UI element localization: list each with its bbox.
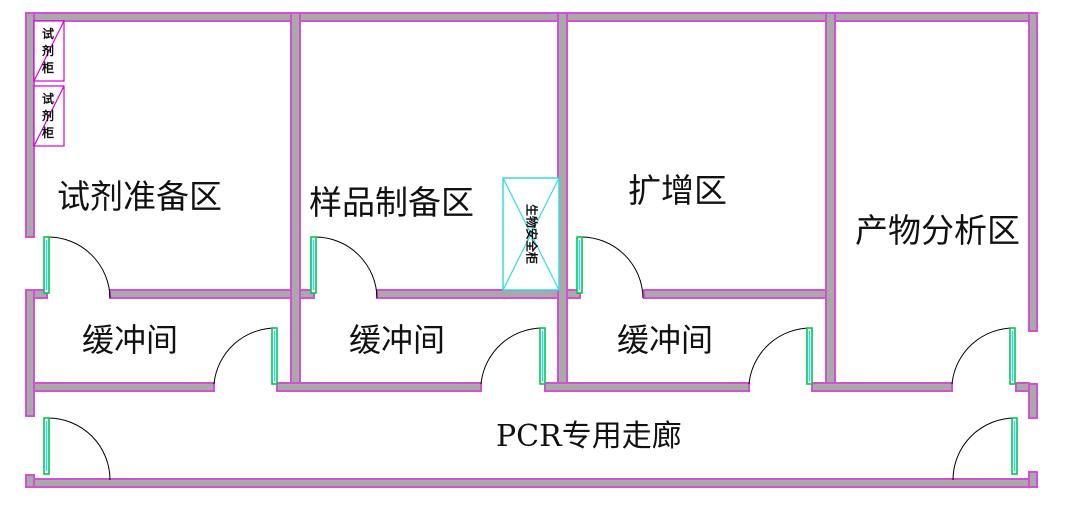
buffer-label-1: 缓冲间	[82, 321, 178, 359]
outer-wall-right-mid	[1028, 383, 1038, 419]
outer-wall-right-lower	[1028, 471, 1038, 488]
outer-wall-bottom	[25, 478, 1038, 488]
room-label-reagent-prep: 试剂准备区	[57, 177, 222, 216]
biosafety-cabinet: 生物安全柜	[502, 177, 560, 291]
outer-wall-left-mid	[25, 289, 35, 417]
buffer-label-3: 缓冲间	[617, 321, 713, 359]
wall-h1-d	[376, 289, 559, 299]
room-label-sample-prep: 样品制备区	[309, 183, 474, 222]
door-buffer-1[interactable]	[213, 327, 278, 385]
wall-v1	[290, 12, 301, 392]
outer-wall-right-upper	[1028, 12, 1038, 332]
outer-wall-left-lower	[25, 474, 35, 488]
door-buffer-3[interactable]	[748, 327, 813, 385]
door-corridor-right[interactable]	[952, 417, 1018, 481]
door-reagent-prep[interactable]	[43, 236, 111, 299]
door-amplification[interactable]	[576, 236, 644, 299]
reagent-cabinet-1-char-2: 剂	[41, 43, 54, 58]
reagent-cabinet-1-char-1: 试	[42, 26, 54, 41]
wall-v3	[825, 12, 836, 392]
wall-h1-e	[566, 289, 581, 299]
wall-h1-f	[643, 289, 827, 299]
door-sample-prep[interactable]	[310, 236, 378, 299]
reagent-cabinet-2-char-2: 剂	[41, 108, 54, 123]
corridor-label: PCR专用走廊	[496, 419, 682, 454]
buffer-label-2: 缓冲间	[349, 321, 445, 359]
reagent-cabinet-1: 试 剂 柜	[33, 20, 65, 82]
reagent-cabinet-2: 试 剂 柜	[33, 85, 65, 147]
door-product-analysis[interactable]	[951, 327, 1016, 385]
wall-h2-b	[276, 382, 482, 392]
door-corridor-left[interactable]	[43, 417, 111, 481]
wall-h1-b	[109, 289, 292, 299]
outer-wall-left-upper	[25, 12, 35, 238]
reagent-cabinet-2-char-3: 柜	[41, 125, 54, 140]
reagent-cabinet-2-char-1: 试	[42, 91, 54, 106]
wall-h2-c	[544, 382, 750, 392]
room-label-product-analysis: 产物分析区	[855, 211, 1020, 250]
door-buffer-2[interactable]	[480, 327, 546, 385]
wall-h2-a	[33, 382, 215, 392]
room-label-amplification: 扩增区	[628, 171, 727, 210]
wall-h2-d	[811, 382, 953, 392]
biosafety-cabinet-label: 生物安全柜	[525, 204, 540, 264]
reagent-cabinet-1-char-3: 柜	[41, 60, 54, 75]
wall-h1-c	[299, 289, 315, 299]
wall-h1-a	[33, 289, 48, 299]
outer-wall-top	[25, 12, 1038, 22]
wall-h2-e	[1015, 382, 1030, 392]
